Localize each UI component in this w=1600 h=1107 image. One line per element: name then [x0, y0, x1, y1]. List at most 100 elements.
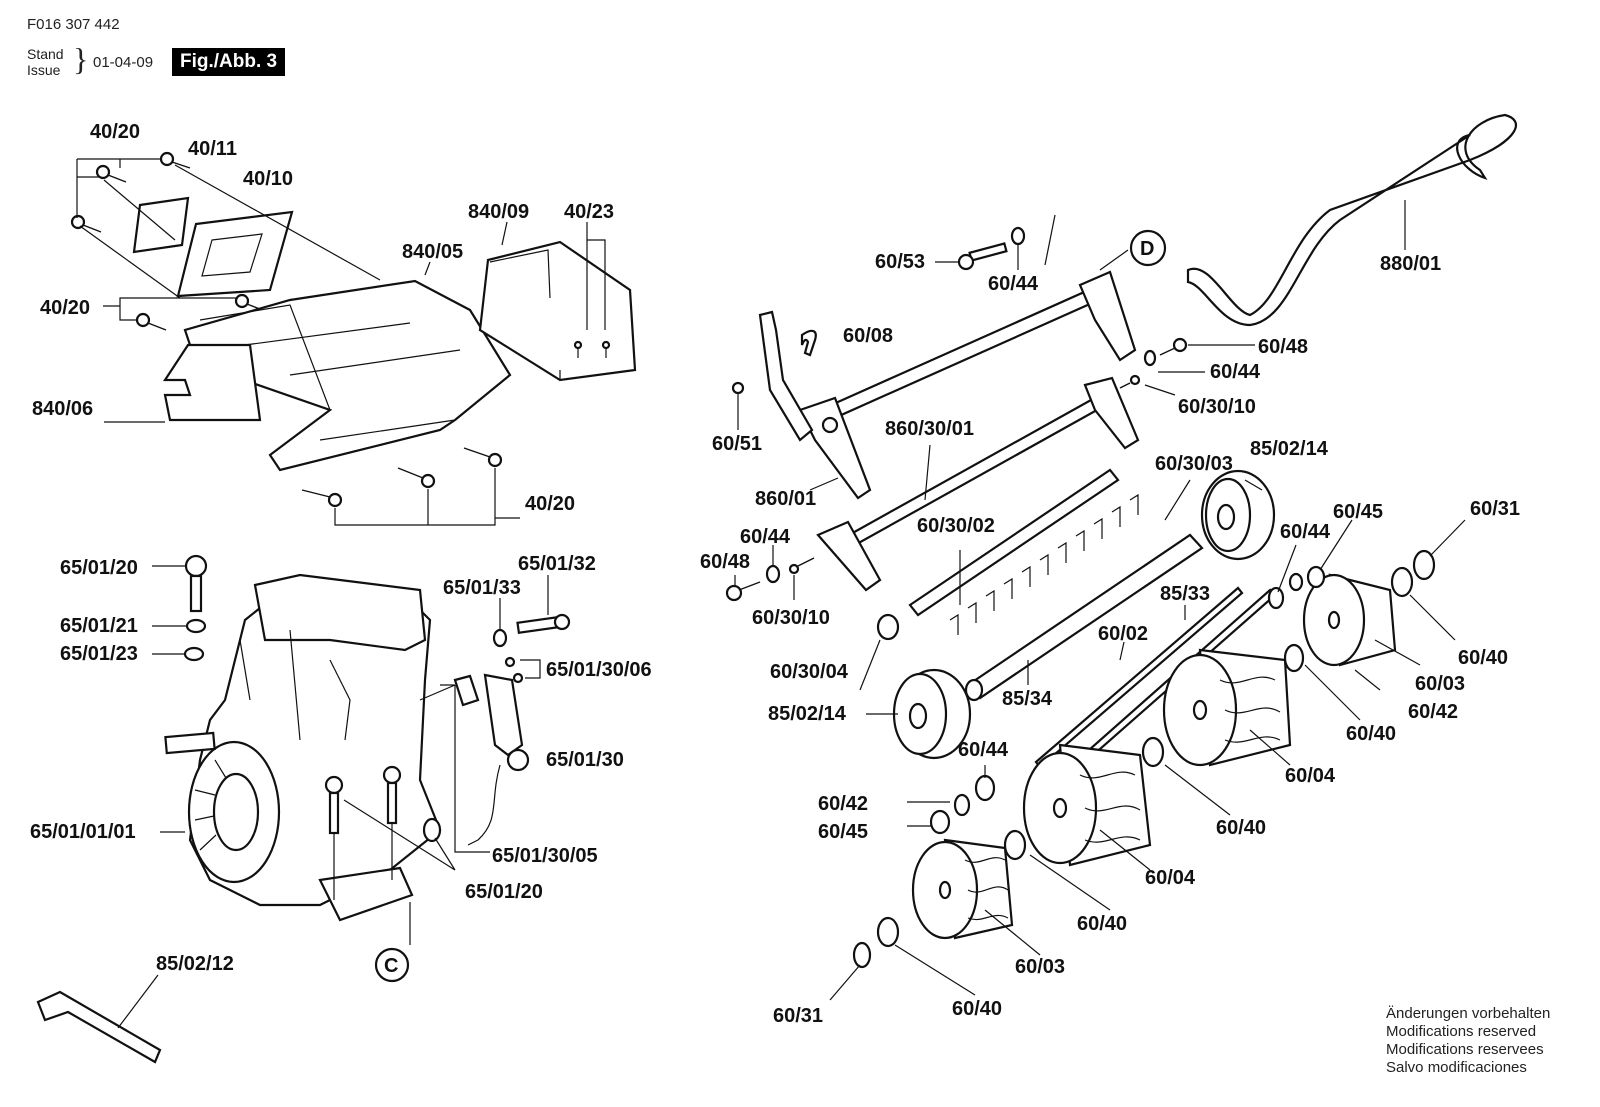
- washer: [953, 793, 971, 817]
- engine-group: C 65/01/20 65/01/21 65/01/23 65/01/32 65…: [30, 553, 652, 1064]
- part-label: 40/11: [188, 138, 237, 160]
- part-label: 60/03: [1015, 956, 1065, 978]
- handle: [1186, 113, 1517, 327]
- washer: [1141, 736, 1165, 768]
- ignition-bracket: [453, 674, 480, 707]
- note-line: Änderungen vorbehalten: [1386, 1005, 1551, 1022]
- side-plate: [162, 343, 262, 422]
- hex-key: [36, 990, 162, 1064]
- roller: [911, 838, 1014, 940]
- screw: [397, 467, 436, 489]
- part-label: 60/08: [843, 325, 893, 347]
- part-label: 60/48: [1258, 336, 1308, 358]
- roller: [1162, 648, 1292, 767]
- washer: [765, 564, 781, 584]
- washer: [1283, 643, 1305, 673]
- part-label: 60/44: [988, 273, 1039, 295]
- engine-base: [318, 866, 414, 922]
- note-line: Modifications reserved: [1386, 1023, 1537, 1040]
- part-label: 40/10: [243, 168, 293, 190]
- washer: [1390, 566, 1414, 598]
- part-label: 85/33: [1160, 583, 1210, 605]
- part-label: 60/44: [958, 739, 1009, 761]
- bolt: [1159, 337, 1188, 356]
- bracket: [478, 240, 637, 382]
- note-line: Salvo modificaciones: [1386, 1059, 1527, 1076]
- part-label: 60/48: [700, 551, 750, 573]
- part-label: 65/01/30/05: [492, 845, 598, 867]
- document-number: F016 307 442: [27, 16, 120, 33]
- part-label: 60/02: [1098, 623, 1148, 645]
- part-label: 60/31: [1470, 498, 1520, 520]
- part-label: 840/06: [32, 398, 93, 420]
- part-label: 60/30/10: [1178, 396, 1256, 418]
- part-label: 880/01: [1380, 253, 1441, 275]
- tab: [164, 731, 216, 755]
- part-label: 40/20: [90, 121, 140, 143]
- part-label: 60/42: [818, 793, 868, 815]
- part-label: 60/30/10: [752, 607, 830, 629]
- part-label: 65/01/20: [465, 881, 543, 903]
- screw: [70, 214, 102, 233]
- roller-group: 60/30/03 85/02/14 60/44 60/45 60/31 60/3…: [700, 438, 1520, 1027]
- note-line: Modifications reservees: [1386, 1041, 1544, 1058]
- modifications-note: Änderungen vorbehalten Modifications res…: [1386, 1005, 1550, 1077]
- washer: [1267, 586, 1285, 610]
- part-label: 65/01/33: [443, 577, 521, 599]
- hex-nut: [929, 809, 951, 835]
- washer: [183, 646, 205, 662]
- shaft: [908, 468, 1120, 617]
- lower-bracket: [1083, 376, 1140, 450]
- part-label: 85/02/14: [1250, 438, 1329, 460]
- part-label: 40/20: [40, 297, 90, 319]
- figure-label: Fig./Abb. 3: [172, 48, 286, 76]
- part-label: 40/23: [564, 201, 614, 223]
- reference-circle-c: [374, 947, 410, 983]
- washer: [492, 628, 508, 648]
- roller: [1022, 743, 1152, 867]
- part-label: 60/53: [875, 251, 925, 273]
- spacer: [876, 613, 900, 641]
- bar-bracket: [1078, 270, 1137, 362]
- roller: [1302, 573, 1397, 667]
- cover-plate: [132, 196, 190, 254]
- bolt: [184, 554, 208, 613]
- part-label: 60/44: [1210, 361, 1261, 383]
- gasket-plate: [176, 210, 294, 298]
- part-label: 60/51: [712, 433, 762, 455]
- part-label: 65/01/30/06: [546, 659, 652, 681]
- screw: [504, 656, 524, 684]
- part-label: 65/01/21: [60, 615, 138, 637]
- bolt: [516, 613, 571, 634]
- bolt: [957, 242, 1008, 271]
- washer: [1412, 549, 1436, 581]
- bolt: [725, 581, 761, 602]
- washer: [876, 916, 900, 948]
- washer: [185, 618, 207, 634]
- left-lower-bracket: [816, 520, 882, 592]
- upper-bar: [818, 283, 1112, 422]
- engine-muffler: [253, 573, 427, 652]
- part-label: 60/40: [1458, 647, 1508, 669]
- part-label: 65/01/01/01: [30, 821, 136, 843]
- part-label: 65/01/30: [546, 749, 624, 771]
- part-label: 60/03: [1415, 673, 1465, 695]
- hex-nut: [1306, 565, 1326, 589]
- part-label: 60/40: [1216, 817, 1266, 839]
- stand-issue-label: Stand Issue: [27, 46, 64, 78]
- tube: [966, 533, 1204, 700]
- screw: [135, 312, 167, 331]
- spring-row: [949, 493, 1139, 635]
- part-label: 85/34: [1002, 688, 1053, 710]
- part-label: 40/20: [525, 493, 575, 515]
- reference-c-label: C: [384, 955, 398, 977]
- lever-plate: [798, 396, 872, 500]
- screw: [1119, 374, 1141, 389]
- reference-circle-d: [1129, 229, 1167, 267]
- part-label: 60/30/02: [917, 515, 995, 537]
- washer: [852, 941, 872, 969]
- stand-label: Stand: [27, 46, 64, 62]
- washer: [1010, 226, 1026, 246]
- part-label: 60/44: [1280, 521, 1331, 543]
